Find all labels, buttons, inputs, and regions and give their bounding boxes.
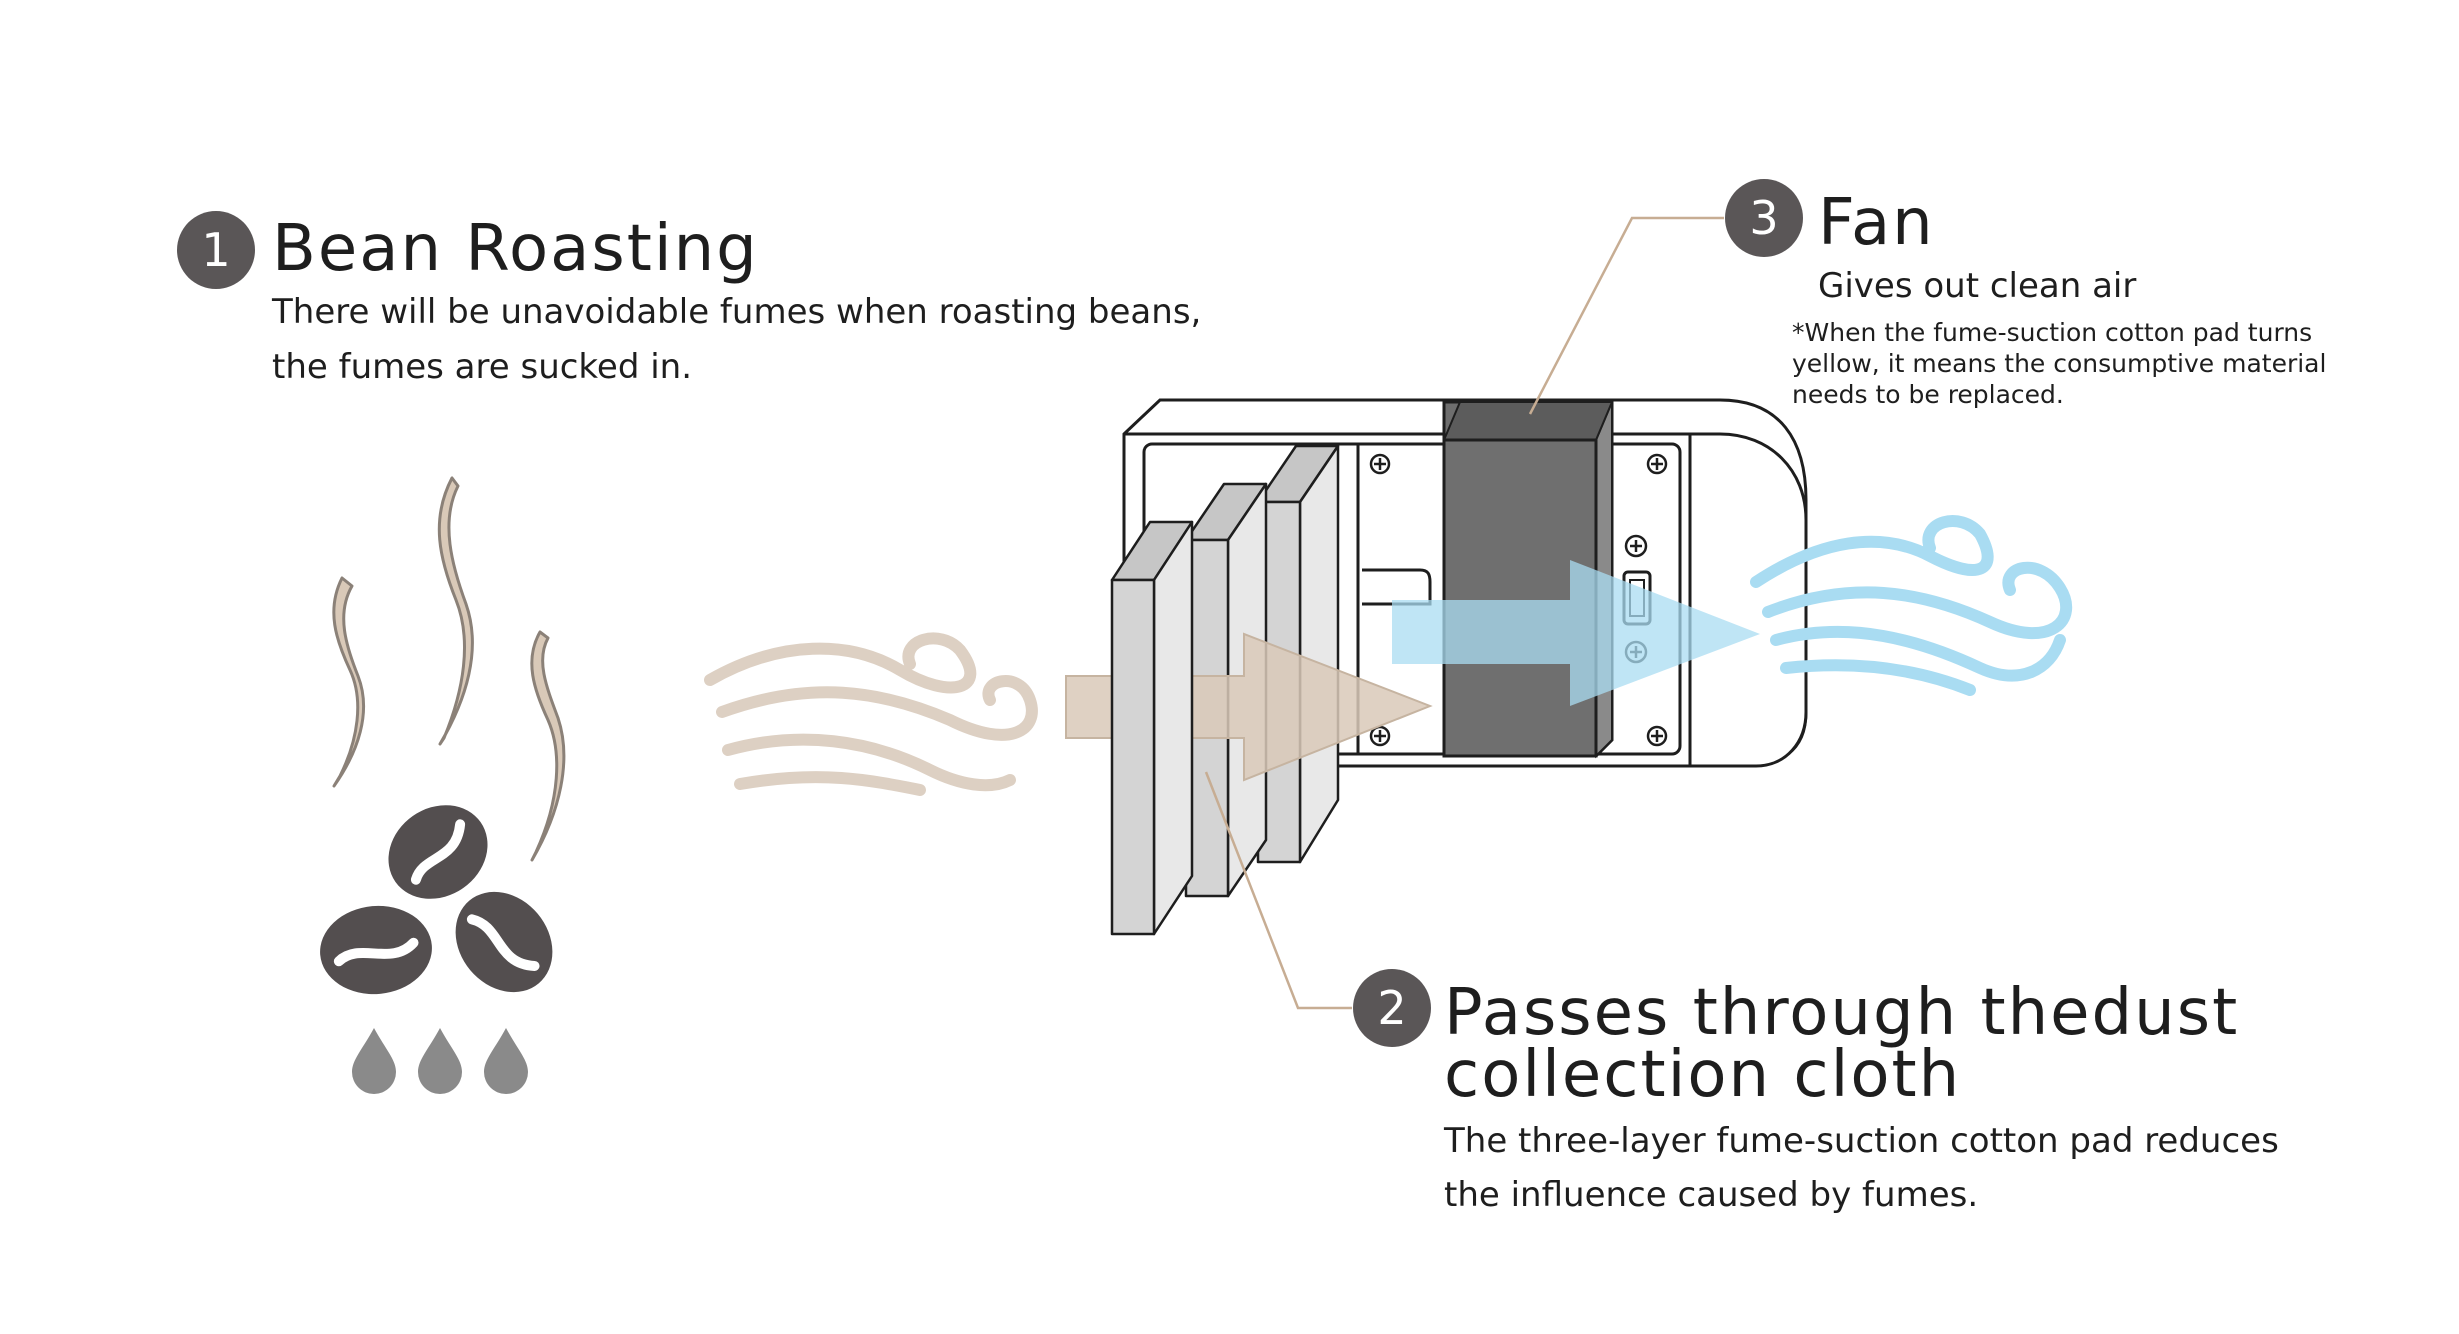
step-2-description-line-1: The three-layer fume-suction cotton pad … — [1443, 1121, 2279, 1161]
coffee-bean-left — [320, 905, 432, 995]
device-latch — [1362, 568, 1432, 606]
step-2-description-line-2: the influence caused by fumes. — [1444, 1175, 1978, 1215]
step-2-badge-number: 2 — [1377, 981, 1406, 1035]
filter-pad-front — [1110, 520, 1194, 936]
step-1-title: Bean Roasting — [272, 212, 759, 286]
smoke-wisp-left — [332, 576, 366, 788]
step-3-badge-number: 3 — [1749, 191, 1778, 245]
smoke-wisp-right — [530, 630, 566, 862]
step-1-header: 1 Bean Roasting There will be unavoidabl… — [177, 211, 1201, 387]
clean-air-swirl-icon — [1750, 515, 2073, 696]
device-front-cap — [1688, 432, 1808, 768]
smoke-wisp-middle — [437, 476, 474, 746]
coffee-beans-icon — [320, 805, 553, 995]
step-1-description-line-2: the fumes are sucked in. — [272, 347, 692, 387]
step-2-title-line-1: Passes through thedust — [1444, 976, 2239, 1050]
step-3-title: Fan — [1818, 186, 1935, 260]
oil-drop-3 — [484, 1028, 528, 1094]
dirty-air-arrow — [1065, 632, 1433, 782]
step-2-badge — [1353, 969, 1431, 1047]
coffee-bean-top — [388, 805, 488, 899]
smoke-wisps-icon — [332, 476, 566, 862]
oil-drop-1 — [352, 1028, 396, 1094]
step-3-note-line-1: *When the fume-suction cotton pad turns — [1792, 318, 2312, 347]
step-3-subtitle: Gives out clean air — [1818, 266, 2136, 306]
step-3-note-line-2: yellow, it means the consumptive materia… — [1792, 349, 2326, 378]
dirty-air-swirl-icon — [704, 632, 1038, 796]
clean-air-arrow — [1392, 560, 1760, 706]
leader-line-fan — [1528, 216, 1724, 415]
step-3-header: 3 Fan Gives out clean air *When the fume… — [1725, 179, 2326, 409]
step-3-badge — [1725, 179, 1803, 257]
step-2-header: 2 Passes through thedust collection clot… — [1353, 969, 2279, 1215]
step-2-title-line-2: collection cloth — [1444, 1038, 1961, 1112]
oil-drops-icon — [352, 1028, 528, 1094]
coffee-bean-right — [455, 891, 553, 993]
step-1-description-line-1: There will be unavoidable fumes when roa… — [271, 292, 1201, 332]
step-3-note-line-3: needs to be replaced. — [1792, 380, 2064, 409]
step-1-badge-number: 1 — [201, 223, 230, 277]
oil-drop-2 — [418, 1028, 462, 1094]
step-1-badge — [177, 211, 255, 289]
leader-line-filter — [1204, 771, 1352, 1010]
